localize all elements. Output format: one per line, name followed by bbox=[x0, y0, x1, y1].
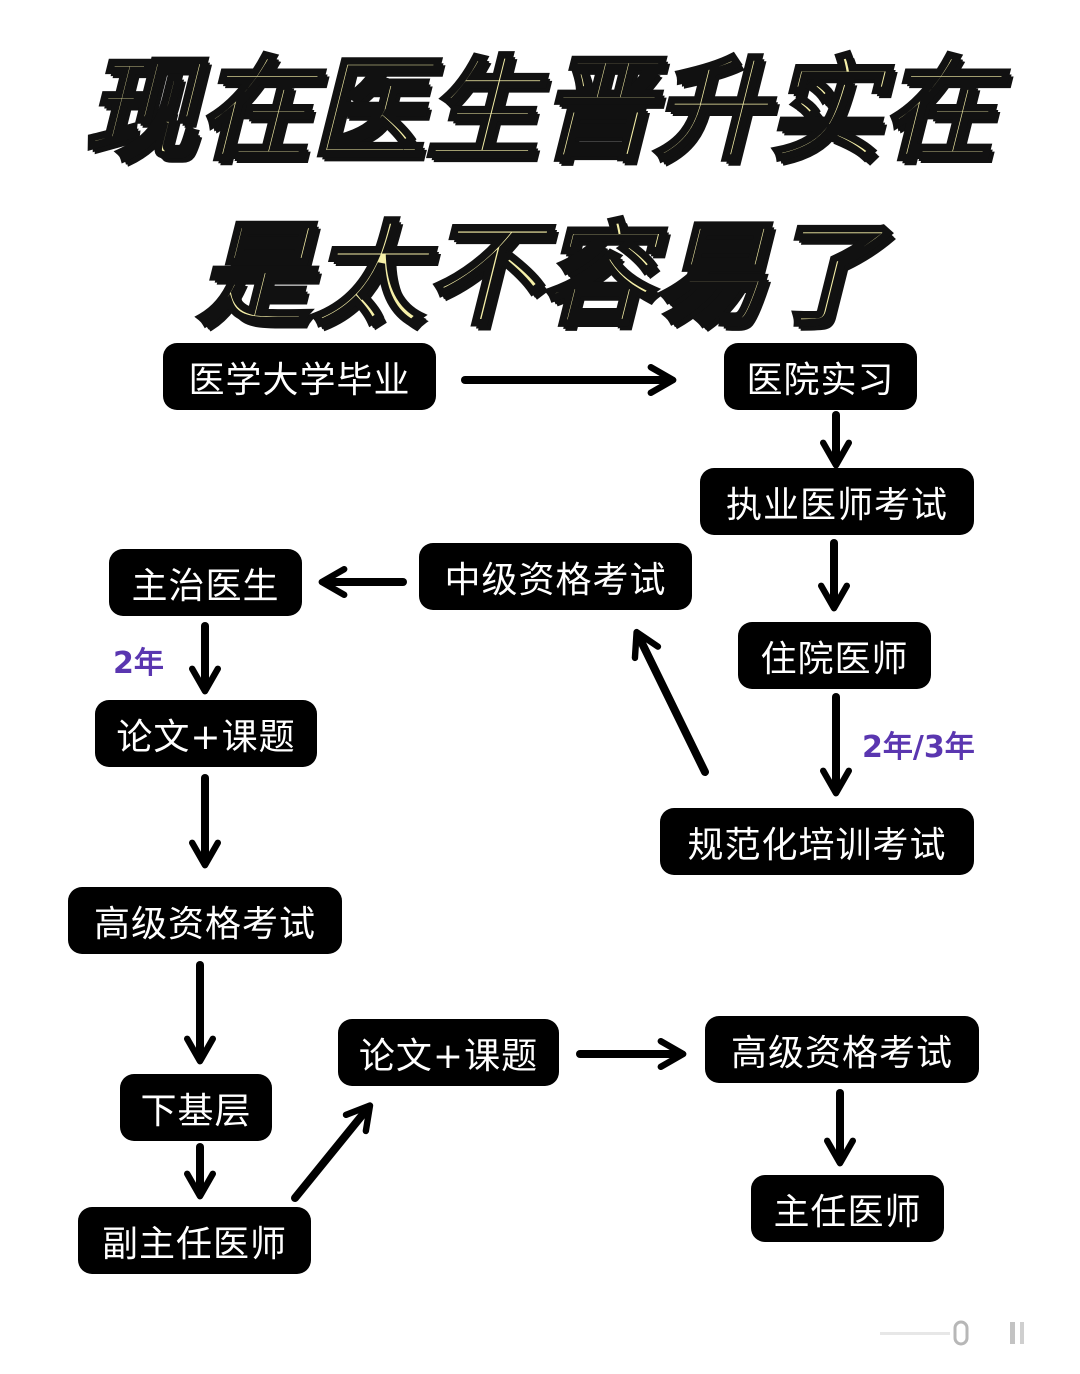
node-chief: 主任医师 bbox=[751, 1175, 944, 1242]
node-standardized-training-exam: 规范化培训考试 bbox=[660, 808, 974, 875]
node-papers-projects-1: 论文+课题 bbox=[95, 700, 317, 767]
node-papers-projects-2: 论文+课题 bbox=[338, 1019, 559, 1086]
node-senior-exam-2: 高级资格考试 bbox=[705, 1016, 979, 1083]
title-line-2: 是太不容易了 bbox=[196, 209, 882, 343]
arrow-associate-chief-to-papers-2 bbox=[291, 1102, 374, 1202]
node-graduate: 医学大学毕业 bbox=[163, 343, 436, 410]
title-line-1: 现在医生晋升实在 bbox=[82, 44, 996, 178]
node-senior-exam-1: 高级资格考试 bbox=[68, 887, 342, 954]
node-intermediate-exam: 中级资格考试 bbox=[419, 543, 692, 610]
node-attending: 主治医生 bbox=[109, 549, 302, 616]
note-attending-duration: 2年 bbox=[113, 646, 164, 681]
node-resident: 住院医师 bbox=[738, 622, 931, 689]
watermark bbox=[880, 1318, 1060, 1348]
node-grassroots: 下基层 bbox=[120, 1074, 272, 1141]
node-associate-chief: 副主任医师 bbox=[78, 1207, 311, 1274]
node-license-exam: 执业医师考试 bbox=[700, 468, 974, 535]
note-resident-duration: 2年/3年 bbox=[862, 730, 975, 765]
node-internship: 医院实习 bbox=[724, 343, 917, 410]
arrow-training-exam-to-intermediate-exam bbox=[631, 628, 709, 776]
